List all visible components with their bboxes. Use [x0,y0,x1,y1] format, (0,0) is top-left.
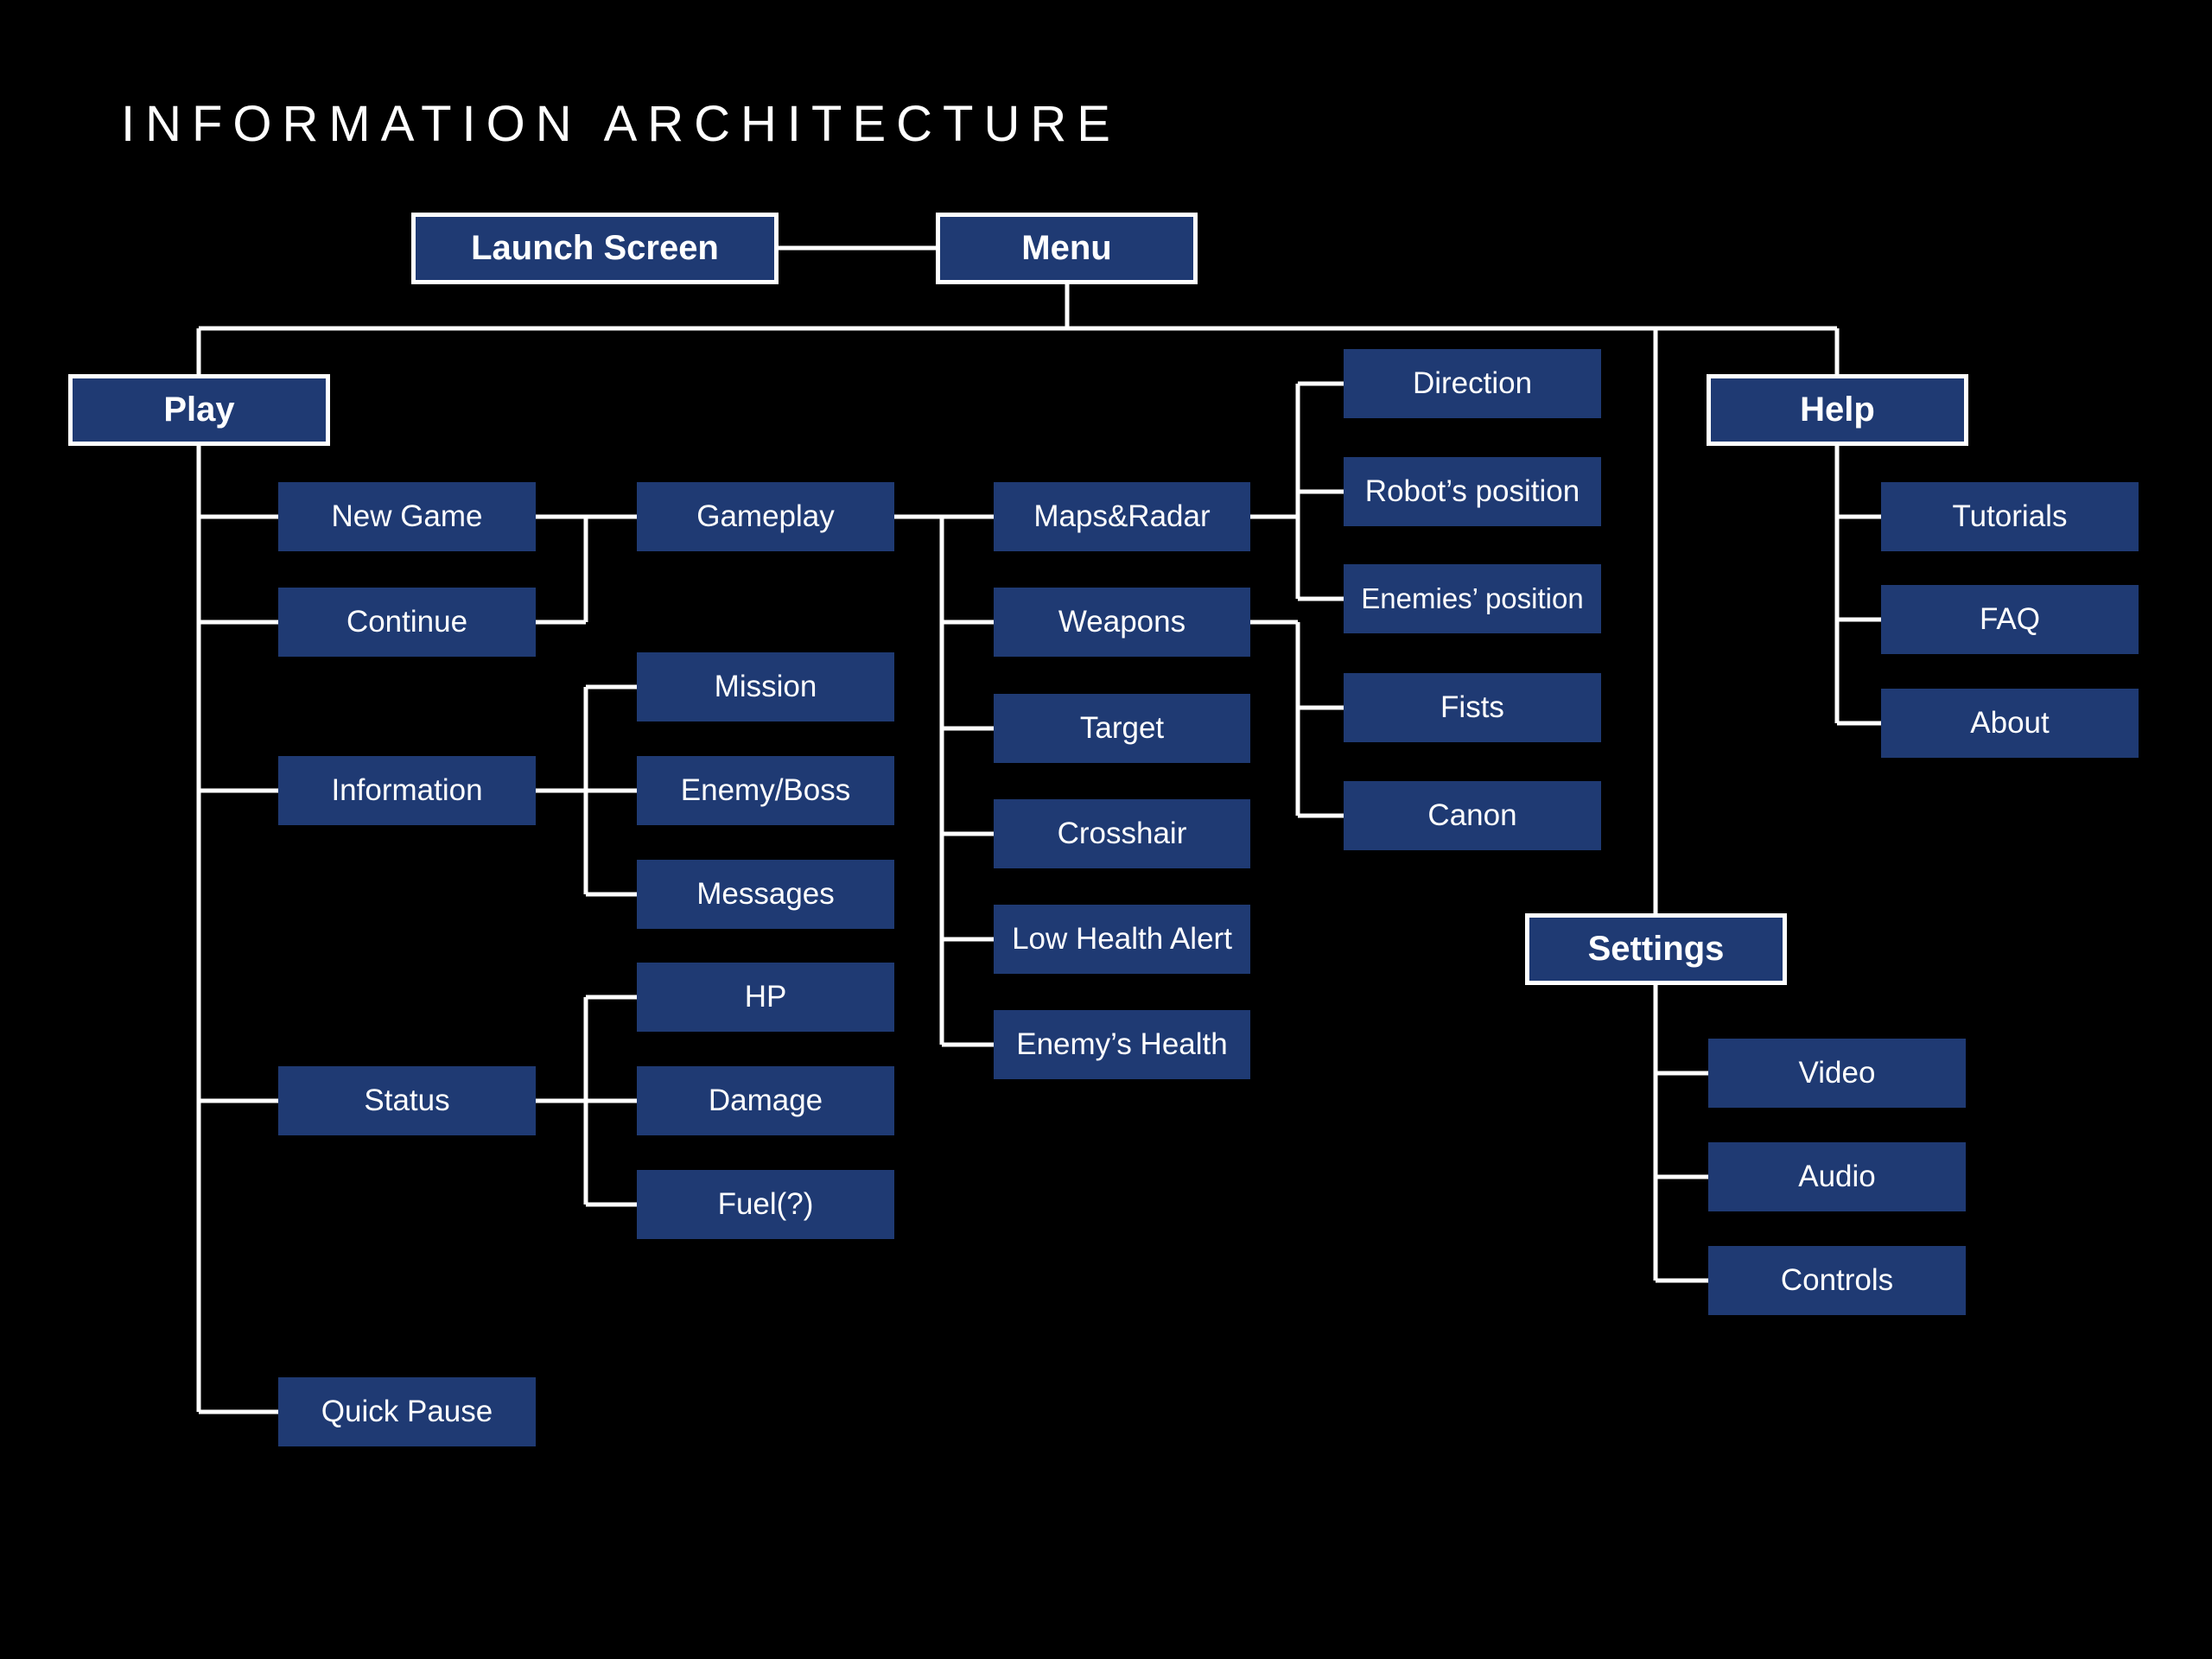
audio-node: Audio [1708,1142,1966,1211]
messages-node: Messages [637,860,894,929]
launch-screen-node: Launch Screen [411,213,779,284]
low-health-alert-node: Low Health Alert [994,905,1250,974]
enemy-boss-node: Enemy/Boss [637,756,894,825]
enemies-position-node: Enemies’ position [1344,564,1601,633]
controls-node: Controls [1708,1246,1966,1315]
crosshair-node: Crosshair [994,799,1250,868]
quick-pause-node: Quick Pause [278,1377,536,1446]
weapons-node: Weapons [994,588,1250,657]
hp-node: HP [637,963,894,1032]
direction-node: Direction [1344,349,1601,418]
about-node: About [1881,689,2139,758]
fists-node: Fists [1344,673,1601,742]
robots-position-node: Robot’s position [1344,457,1601,526]
damage-node: Damage [637,1066,894,1135]
page-title: INFORMATION ARCHITECTURE [121,96,1121,152]
video-node: Video [1708,1039,1966,1108]
fuel-node: Fuel(?) [637,1170,894,1239]
tutorials-node: Tutorials [1881,482,2139,551]
enemys-health-node: Enemy’s Health [994,1010,1250,1079]
faq-node: FAQ [1881,585,2139,654]
information-node: Information [278,756,536,825]
maps-radar-node: Maps&Radar [994,482,1250,551]
status-node: Status [278,1066,536,1135]
play-node: Play [68,374,330,446]
new-game-node: New Game [278,482,536,551]
continue-node: Continue [278,588,536,657]
canon-node: Canon [1344,781,1601,850]
mission-node: Mission [637,652,894,721]
settings-node: Settings [1525,913,1787,985]
gameplay-node: Gameplay [637,482,894,551]
target-node: Target [994,694,1250,763]
menu-node: Menu [936,213,1198,284]
help-node: Help [1707,374,1968,446]
